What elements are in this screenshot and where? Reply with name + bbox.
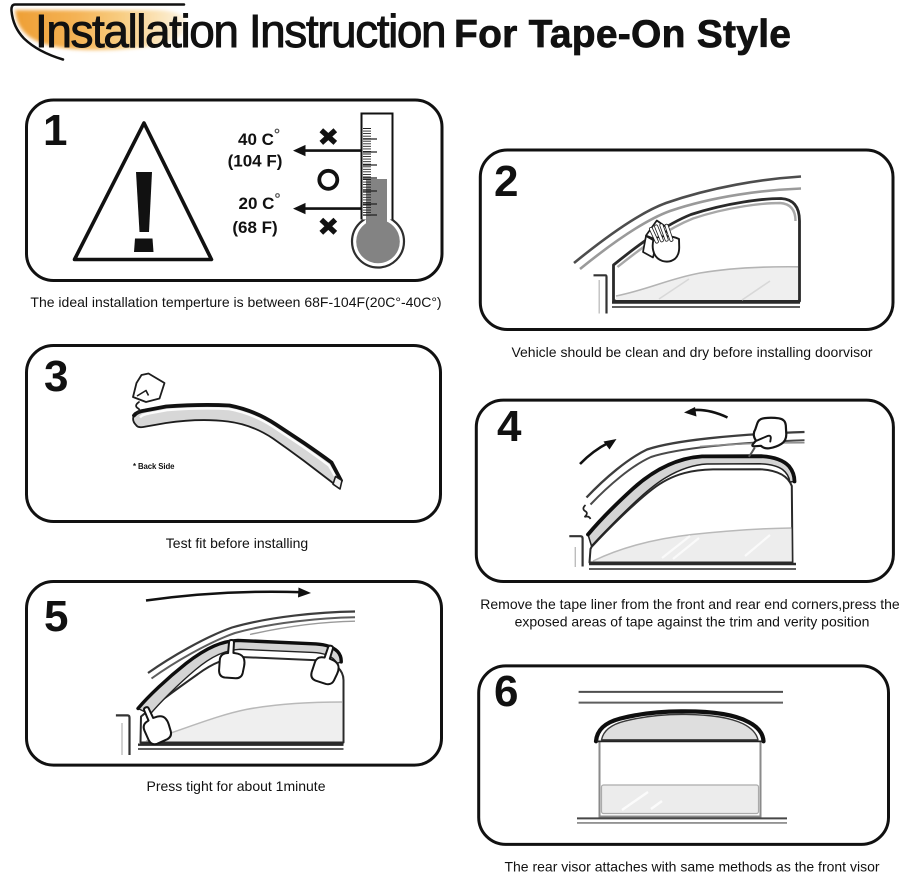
svg-text:The rear visor attaches with s: The rear visor attaches with same method… xyxy=(504,859,879,875)
svg-text:40 C: 40 C xyxy=(238,130,274,149)
svg-text:(104 F): (104 F) xyxy=(228,152,283,171)
svg-text:Vehicle should be clean and dr: Vehicle should be clean and dry before i… xyxy=(511,344,872,360)
svg-text:* Back Side: * Back Side xyxy=(133,462,175,471)
svg-text:Remove the tape liner from the: Remove the tape liner from the front and… xyxy=(480,596,900,612)
svg-text:3: 3 xyxy=(44,352,68,401)
svg-text:For Tape-On Style: For Tape-On Style xyxy=(454,13,791,56)
svg-text:Installation Instruction: Installation Instruction xyxy=(35,5,445,57)
svg-text:2: 2 xyxy=(494,157,518,206)
svg-text:5: 5 xyxy=(44,592,68,641)
svg-text:4: 4 xyxy=(497,402,522,451)
svg-text:exposed areas of tape against: exposed areas of tape against the trim a… xyxy=(515,614,870,630)
svg-text:6: 6 xyxy=(494,667,518,716)
svg-text:The ideal installation tempert: The ideal installation temperture is bet… xyxy=(30,294,441,310)
svg-text:Test fit before installing: Test fit before installing xyxy=(166,535,308,551)
svg-text:Press tight for about 1minute: Press tight for about 1minute xyxy=(147,778,326,794)
svg-text:1: 1 xyxy=(43,106,67,155)
svg-text:20 C: 20 C xyxy=(239,194,275,213)
svg-text:(68 F): (68 F) xyxy=(232,218,277,237)
